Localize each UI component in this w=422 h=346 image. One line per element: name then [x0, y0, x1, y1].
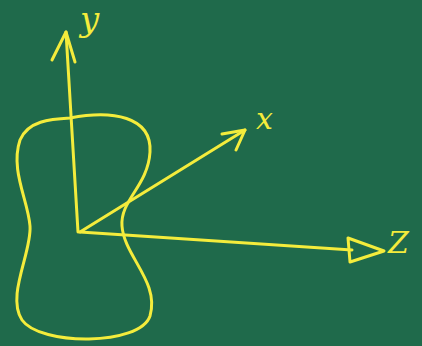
- z-axis: [80, 232, 352, 250]
- axis-label: x: [256, 104, 273, 134]
- z-arrowhead: [348, 238, 384, 262]
- peanut-outline: [17, 115, 152, 339]
- x-axis: [80, 130, 245, 232]
- x-arrowhead: [222, 130, 245, 150]
- axis-label: y: [80, 2, 99, 36]
- axis-label: Z: [388, 228, 409, 258]
- y-arrowhead: [52, 32, 75, 62]
